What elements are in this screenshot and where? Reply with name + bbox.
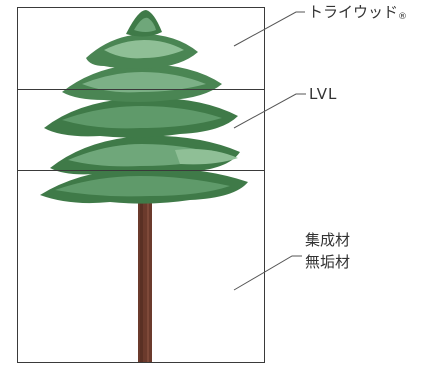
tree-foliage: [40, 10, 248, 204]
leader-line-top: [233, 11, 305, 47]
leader-lines: [233, 11, 306, 291]
label-bottom-line1: 集成材: [305, 231, 351, 249]
label-top-text: トライウッド: [308, 3, 399, 21]
label-top: トライウッド®: [308, 2, 407, 25]
tree-trunk: [138, 188, 152, 362]
registered-mark: ®: [398, 12, 408, 22]
label-bottom-line2: 無垢材: [305, 253, 351, 271]
label-middle: LVL: [309, 85, 338, 103]
section-frame: [17, 7, 265, 363]
leader-line-bottom: [233, 255, 302, 291]
leader-line-middle: [233, 93, 306, 129]
